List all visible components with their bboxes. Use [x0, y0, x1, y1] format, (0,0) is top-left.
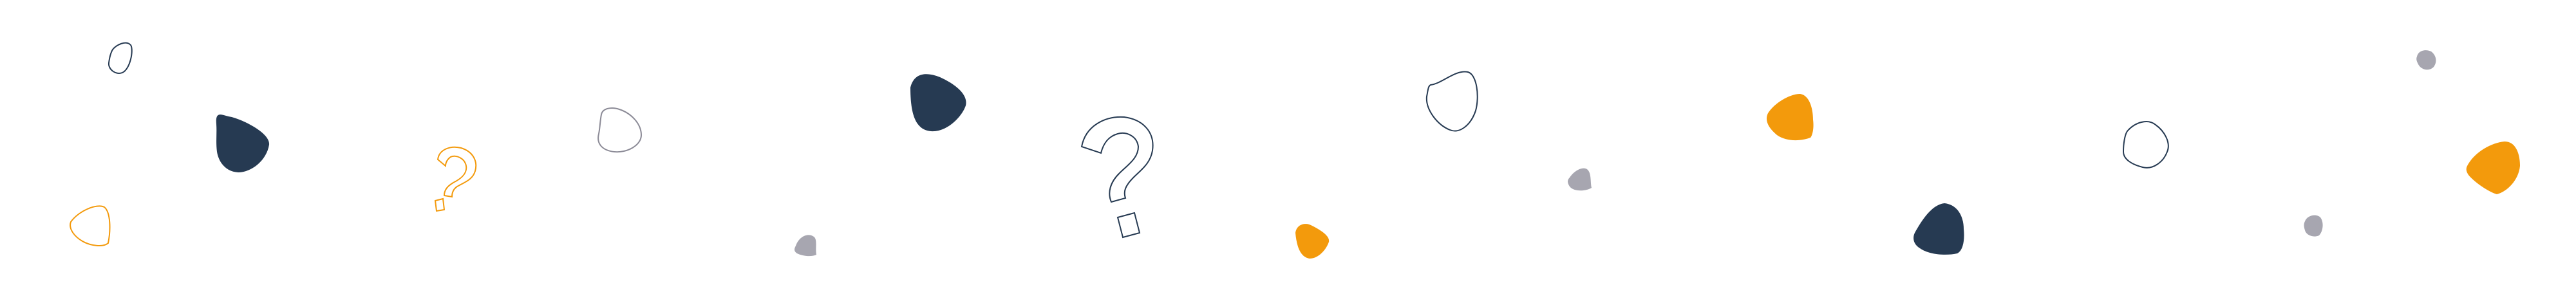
navy-blob [910, 74, 966, 132]
outline-blob [108, 42, 133, 74]
outline-blob [2122, 121, 2169, 169]
orange-blob [2466, 141, 2520, 194]
navy-blob [216, 114, 270, 172]
gray-blob [2304, 215, 2323, 237]
gray-blob [1568, 168, 1592, 191]
orange-blob [1295, 224, 1330, 259]
outline-blob [1425, 71, 1478, 132]
gray-blob [794, 235, 816, 257]
gray-blob [2416, 50, 2436, 70]
navy-blob [1913, 203, 1964, 255]
outline-blob [70, 205, 111, 246]
orange-blob [1766, 94, 1814, 141]
question-mark-icon [434, 146, 477, 212]
outline-blob [597, 107, 643, 153]
question-mark-icon [1080, 116, 1154, 239]
